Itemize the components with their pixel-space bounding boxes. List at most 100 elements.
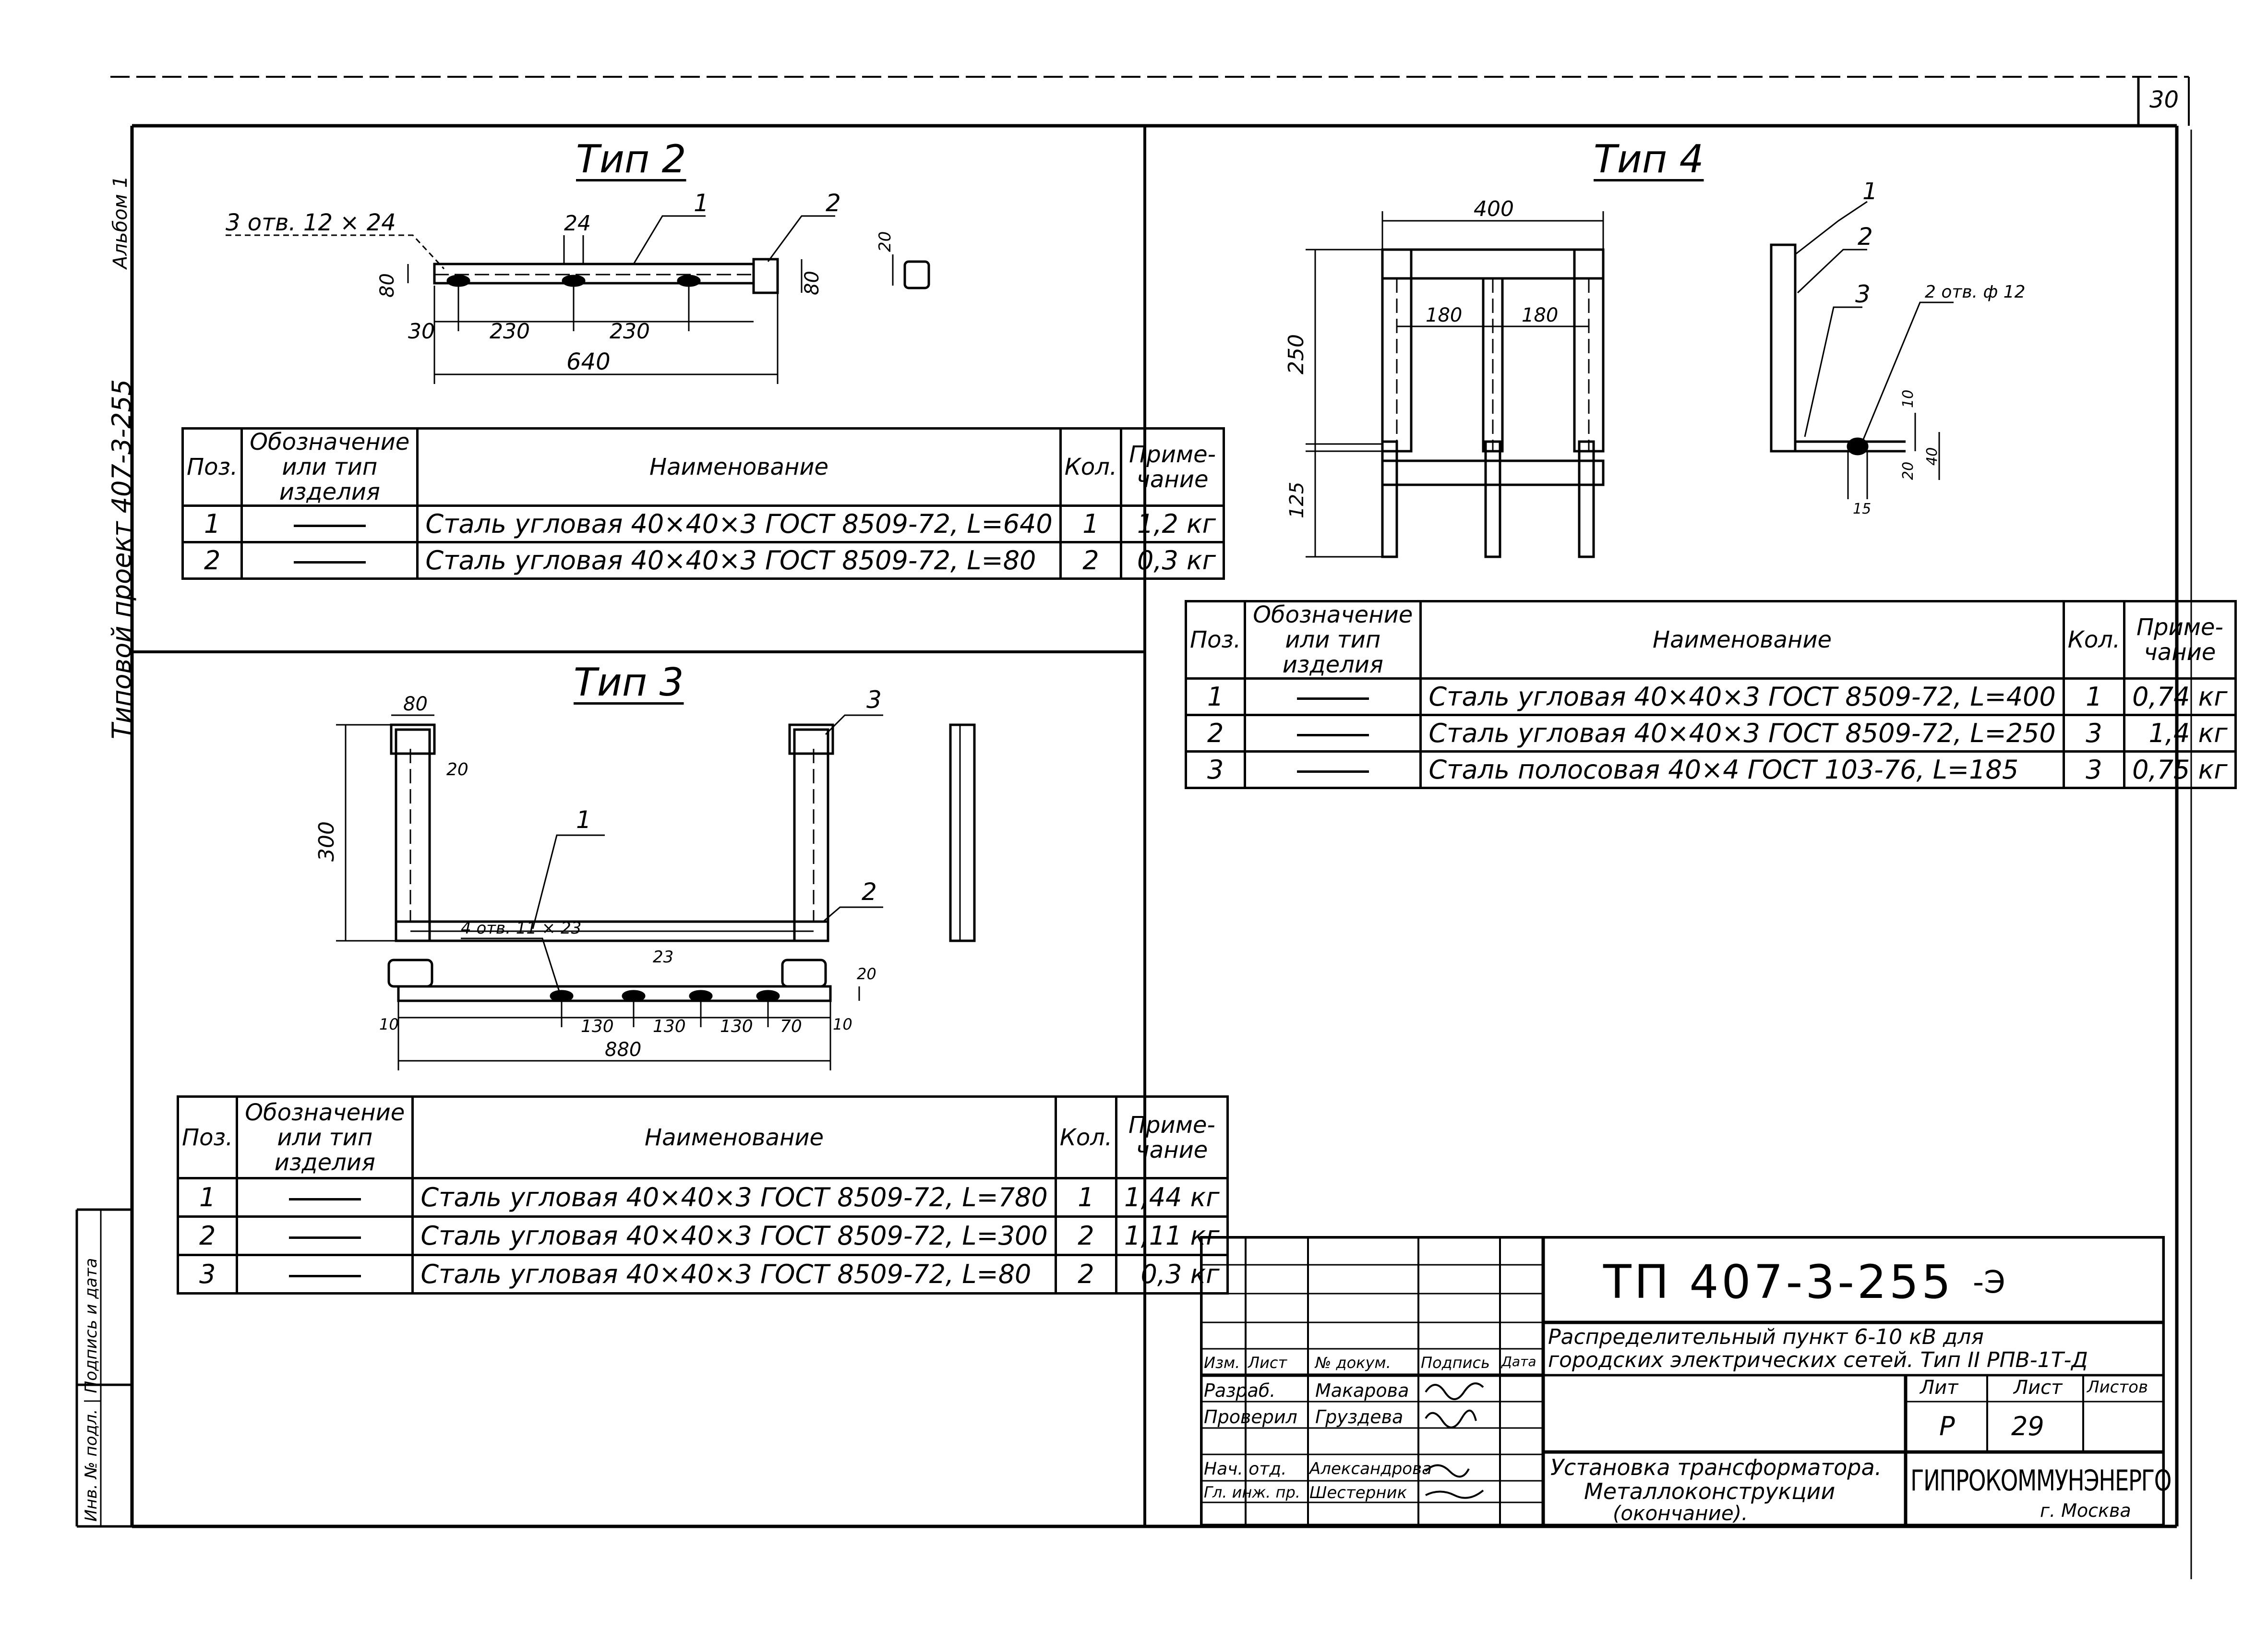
type3-dim-130c: 130: [720, 1017, 753, 1036]
cell-designation: [236, 1177, 414, 1218]
type2-dim-230b: 230: [610, 319, 650, 344]
role-head-dept: Нач. отд.: [1204, 1459, 1287, 1479]
col-header-izm: Изм.: [1204, 1354, 1240, 1372]
org-city: г. Москва: [2040, 1500, 2131, 1521]
type2-pos-2: 2: [826, 189, 841, 217]
col-header-date: Дата: [1501, 1354, 1536, 1369]
type3-dim-20: 20: [446, 760, 468, 780]
type2-drawing: 3 отв. 12 × 24 24 1 2 80 80 20 30 230 23…: [226, 189, 930, 384]
type3-dim-130b: 130: [653, 1017, 686, 1036]
cell-qty: 1: [1059, 504, 1123, 543]
type3-dim-23: 23: [653, 948, 673, 967]
cell-note: 0,75 кг: [2123, 750, 2237, 789]
type4-dim-40: 40: [1924, 447, 1941, 466]
type2-dim-30: 30: [408, 319, 435, 344]
cell-qty: 1: [2062, 677, 2126, 716]
cell-name: Сталь угловая 40×40×3 ГОСТ 8509-72, L=64…: [416, 504, 1062, 543]
cell-name: Сталь угловая 40×40×3 ГОСТ 8509-72, L=25…: [1419, 714, 2065, 753]
role-chief-eng-name: Шестерник: [1309, 1483, 1407, 1502]
type4-pos-2: 2: [1858, 223, 1873, 251]
type2-dim-80b: 80: [801, 271, 823, 295]
type3-dim-70: 70: [780, 1017, 802, 1036]
cell-name: Сталь полосовая 40×4 ГОСТ 103-76, L=185: [1419, 750, 2065, 789]
th-name: Наименование: [416, 427, 1062, 507]
cell-note: 0,3 кг: [1115, 1254, 1229, 1295]
type3-dim-300: 300: [314, 821, 339, 862]
type4-dim-15: 15: [1853, 501, 1871, 517]
role-chief-eng: Гл. инж. пр.: [1204, 1483, 1300, 1501]
col-header-list: Лист: [1248, 1354, 1287, 1372]
type4-dim-20: 20: [1900, 462, 1917, 480]
th-pos: Поз.: [181, 427, 243, 507]
th-designation: Обозначение или тип изделия: [240, 427, 419, 507]
cell-designation: [1244, 714, 1422, 753]
cell-designation: [1244, 750, 1422, 789]
cell-designation: [236, 1215, 414, 1256]
role-developer: Разраб.: [1204, 1380, 1276, 1401]
type2-spec-table: Поз. Обозначение или тип изделия Наимено…: [181, 427, 1225, 580]
table-row: 3 Сталь полосовая 40×4 ГОСТ 103-76, L=18…: [1184, 750, 2237, 789]
cell-pos: 3: [176, 1254, 239, 1295]
cell-pos: 2: [1184, 714, 1247, 753]
table-row: 2 Сталь угловая 40×40×3 ГОСТ 8509-72, L=…: [181, 541, 1225, 580]
col-header-sign: Подпись: [1421, 1354, 1490, 1372]
cell-qty: 1: [1054, 1177, 1118, 1218]
table-row: 3 Сталь угловая 40×40×3 ГОСТ 8509-72, L=…: [176, 1254, 1229, 1295]
type4-holes-label: 2 отв. ф 12: [1925, 282, 2025, 302]
type3-holes-label: 4 отв. 11 × 23: [461, 919, 581, 938]
sheets-label: Листов: [2087, 1378, 2148, 1397]
th-name: Наименование: [411, 1095, 1057, 1179]
type4-drawing: 400 250 180 180 125 1 2 3 2 отв. ф 12 10…: [1284, 182, 2025, 558]
cell-note: 1,4 кг: [2123, 714, 2237, 753]
title-block-grid: [1200, 1236, 2165, 1526]
cell-qty: 3: [2062, 714, 2126, 753]
cell-note: 1,2 кг: [1120, 504, 1225, 543]
type2-title: Тип 2: [576, 137, 686, 181]
th-designation: Обозначение или тип изделия: [1244, 600, 1422, 680]
side-label-album: Альбом 1: [109, 176, 132, 269]
th-name: Наименование: [1419, 600, 2065, 680]
type4-dim-180a: 180: [1426, 304, 1462, 326]
project-name-line-2: городских электрических сетей. Тип II РП…: [1548, 1348, 2088, 1372]
doc-code: ТП 407-3-255: [1603, 1255, 1954, 1309]
cell-name: Сталь угловая 40×40×3 ГОСТ 8509-72, L=80: [411, 1254, 1057, 1295]
type2-dim-24: 24: [564, 211, 591, 236]
cell-designation: [240, 504, 419, 543]
type3-pos-1: 1: [576, 806, 591, 834]
cell-qty: 2: [1059, 541, 1123, 580]
th-qty: Кол.: [2062, 600, 2126, 680]
cell-note: 0,3 кг: [1120, 541, 1225, 580]
cell-name: Сталь угловая 40×40×3 ГОСТ 8509-72, L=30…: [411, 1215, 1057, 1256]
cell-pos: 1: [176, 1177, 239, 1218]
cell-note: 0,74 кг: [2123, 677, 2237, 716]
project-name-line-1: Распределительный пункт 6-10 кВ для: [1548, 1325, 1984, 1349]
cell-name: Сталь угловая 40×40×3 ГОСТ 8509-72, L=40…: [1419, 677, 2065, 716]
type4-dim-10: 10: [1900, 390, 1917, 408]
th-note: Приме-чание: [1115, 1095, 1229, 1179]
type3-dim-80: 80: [403, 693, 428, 715]
signatures: [1425, 1382, 1484, 1499]
type4-title: Тип 4: [1594, 137, 1704, 181]
cell-name: Сталь угловая 40×40×3 ГОСТ 8509-72, L=80: [416, 541, 1062, 580]
th-note: Приме-чание: [1120, 427, 1225, 507]
cell-qty: 2: [1054, 1215, 1118, 1256]
type3-dim-10b: 10: [833, 1015, 852, 1033]
role-checker-name: Груздева: [1315, 1406, 1404, 1428]
col-header-doc: № докум.: [1315, 1354, 1391, 1372]
cell-pos: 2: [176, 1215, 239, 1256]
cell-qty: 3: [2062, 750, 2126, 789]
side-label-project: Типовой проект 407-3-255: [107, 379, 137, 739]
lit-value: Р: [1939, 1411, 1955, 1441]
table-row: 2 Сталь угловая 40×40×3 ГОСТ 8509-72, L=…: [176, 1215, 1229, 1256]
table-row: 1 Сталь угловая 40×40×3 ГОСТ 8509-72, L=…: [181, 504, 1225, 543]
th-note: Приме-чание: [2123, 600, 2237, 680]
type3-pos-3: 3: [866, 686, 882, 714]
type3-spec-table: Поз. Обозначение или тип изделия Наимено…: [176, 1095, 1229, 1295]
th-pos: Поз.: [176, 1095, 239, 1179]
type4-dim-400: 400: [1474, 197, 1514, 221]
type3-drawing: 80 20 300 3 2 1 4 отв. 11 × 23 23 20 10 …: [314, 686, 976, 1070]
type3-dim-130a: 130: [581, 1017, 614, 1036]
cell-designation: [1244, 677, 1422, 716]
th-qty: Кол.: [1054, 1095, 1118, 1179]
